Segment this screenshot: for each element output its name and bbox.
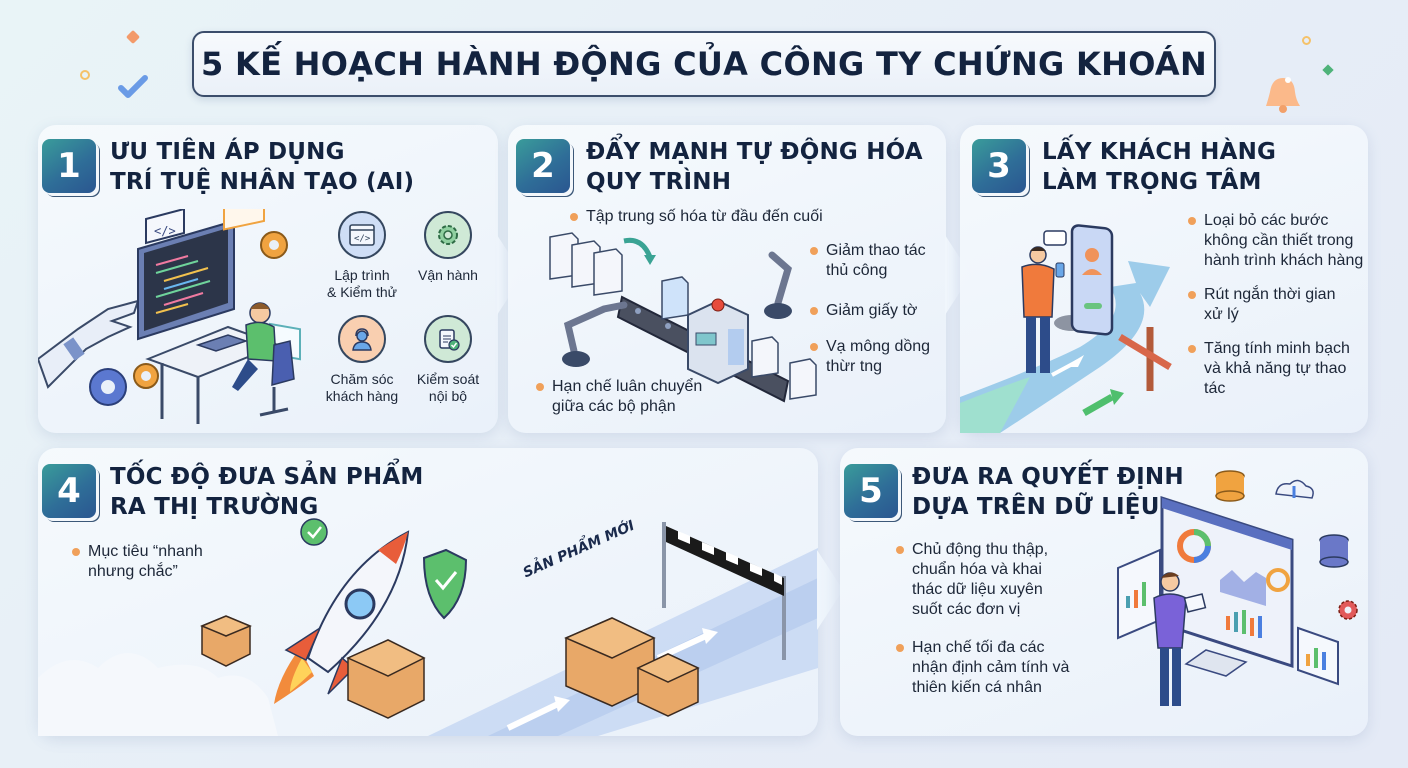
card-title-line: LÀM TRỌNG TÂM <box>1042 169 1262 195</box>
bullet-text: không cần thiết trong <box>1204 232 1354 249</box>
bullet-text: nhận định cảm tính và <box>912 659 1070 676</box>
bullet-text: thủ công <box>826 262 888 279</box>
conveyor-automation-illustration <box>538 229 858 429</box>
card-title-5: ĐƯA RA QUYẾT ĐỊNH DỰA TRÊN DỮ LIỆU <box>912 462 1184 522</box>
card-customer-centric: 3 LẤY KHÁCH HÀNG LÀM TRỌNG TÂM Loại bỏ c… <box>960 125 1368 433</box>
skill-coding-testing: </> Lập trình& Kiểm thử <box>312 211 412 301</box>
card-title-line: QUY TRÌNH <box>586 169 732 195</box>
code-window-icon: </> <box>338 211 386 259</box>
page-title: 5 KẾ HOẠCH HÀNH ĐỘNG CỦA CÔNG TY CHỨNG K… <box>200 45 1208 83</box>
card-title-line: LẤY KHÁCH HÀNG <box>1042 139 1277 165</box>
bullet-text: Chủ động thu thập, <box>912 541 1049 558</box>
card-title-line: TỐC ĐỘ ĐƯA SẢN PHẨM <box>110 464 424 490</box>
bullet-text: Giảm giấy tờ <box>826 302 918 319</box>
skill-label: Lập trình <box>334 267 390 283</box>
bullet-item: Hạn chế tối đa các nhận định cảm tính và t… <box>896 638 1069 698</box>
bell-icon <box>1258 70 1304 116</box>
bullet-text: Hạn chế luân chuyển <box>552 378 703 395</box>
step-badge-1: 1 <box>42 139 96 193</box>
bullet-item: Giảm thao tác thủ công <box>810 241 926 281</box>
bullet-item: Loại bỏ các bước không cần thiết trong hàn… <box>1188 211 1363 271</box>
card-time-to-market: 4 TỐC ĐỘ ĐƯA SẢN PHẨM RA THỊ TRƯỜNG Mục … <box>38 448 818 736</box>
card-title-line: ƯU TIÊN ÁP DỤNG <box>110 139 345 165</box>
gear-icon <box>424 211 472 259</box>
bullet-text: và khả năng tự thao <box>1204 360 1347 377</box>
bullet-item: Hạn chế luân chuyển giữa các bộ phận <box>536 377 702 417</box>
bullet-text: thiên kiến cá nhân <box>912 679 1042 696</box>
bullet-text: Loại bỏ các bước <box>1204 212 1329 229</box>
card-title-line: RA THỊ TRƯỜNG <box>110 494 319 520</box>
card-title-line: ĐƯA RA QUYẾT ĐỊNH <box>912 464 1184 490</box>
card-title-3: LẤY KHÁCH HÀNG LÀM TRỌNG TÂM <box>1042 137 1276 197</box>
skill-label: Kiểm soát <box>416 371 480 387</box>
clipboard-check-icon <box>424 315 472 363</box>
bullet-text: Hạn chế tối đa các <box>912 639 1045 656</box>
bullet-item: Tăng tính minh bạch và khả năng tự thao tá… <box>1188 339 1350 399</box>
headset-agent-icon <box>338 315 386 363</box>
card-title-line: ĐẨY MẠNH TỰ ĐỘNG HÓA <box>586 139 923 165</box>
skill-label: khách hàng <box>325 388 399 404</box>
decor-ring-yellow-right <box>1302 36 1311 45</box>
bullet-text: Giảm thao tác <box>826 242 926 259</box>
decor-ring-yellow <box>80 70 90 80</box>
step-badge-2: 2 <box>516 139 570 193</box>
bullet-text: Tập trung số hóa từ đầu đến cuối <box>586 208 823 225</box>
data-dashboard-illustration <box>1116 470 1366 726</box>
card-title-1: ƯU TIÊN ÁP DỤNG TRÍ TUỆ NHÂN TẠO (AI) <box>110 137 414 197</box>
bullet-text: chuẩn hóa và khai <box>912 561 1042 578</box>
bullet-item: Mục tiêu “nhanh nhưng chắc” <box>72 542 203 582</box>
svg-text:</>: </> <box>354 234 371 244</box>
skill-label: Vận hành <box>418 267 478 283</box>
step-badge-3: 3 <box>972 139 1026 193</box>
skill-label: nội bộ <box>428 388 468 404</box>
card-title-line: TRÍ TUỆ NHÂN TẠO (AI) <box>110 169 415 195</box>
bullet-text: suốt các đơn vị <box>912 601 1021 618</box>
card-title-line: DỰA TRÊN DỮ LIỆU <box>912 494 1160 520</box>
bullet-text: xử lý <box>1204 306 1239 323</box>
card-ai: 1 ƯU TIÊN ÁP DỤNG TRÍ TUỆ NHÂN TẠO (AI) <box>38 125 498 433</box>
bullet-text: giữa các bộ phận <box>552 398 676 415</box>
bullet-item: Giảm giấy tờ <box>810 301 917 321</box>
card-automation: 2 ĐẨY MẠNH TỰ ĐỘNG HÓA QUY TRÌNH Tập tru… <box>508 125 946 433</box>
decor-sparkle-orange <box>125 29 141 45</box>
rocket-launch-illustration <box>38 508 818 736</box>
bullet-text: Mục tiêu “nhanh <box>88 543 203 560</box>
step-badge-5: 5 <box>844 464 898 518</box>
skill-label: Chăm sóc <box>330 371 394 387</box>
customer-journey-illustration <box>960 207 1186 433</box>
card-title-4: TỐC ĐỘ ĐƯA SẢN PHẨM RA THỊ TRƯỜNG <box>110 462 423 522</box>
bullet-text: Tăng tính minh bạch <box>1204 340 1350 357</box>
page-title-box: 5 KẾ HOẠCH HÀNH ĐỘNG CỦA CÔNG TY CHỨNG K… <box>192 31 1216 97</box>
decor-sparkle-green <box>1322 64 1334 76</box>
robot-developer-illustration: </> <box>38 209 318 429</box>
bullet-text: thừr tng <box>826 358 883 375</box>
bullet-text: thác dữ liệu xuyên <box>912 581 1043 598</box>
card-title-2: ĐẨY MẠNH TỰ ĐỘNG HÓA QUY TRÌNH <box>586 137 923 197</box>
bullet-text: hành trình khách hàng <box>1204 252 1364 269</box>
step-badge-4: 4 <box>42 464 96 518</box>
card-data-driven: 5 ĐƯA RA QUYẾT ĐỊNH DỰA TRÊN DỮ LIỆU Chủ… <box>840 448 1368 736</box>
decor-check-icon <box>118 74 148 100</box>
skill-label: & Kiểm thử <box>326 284 398 300</box>
svg-text:</>: </> <box>154 224 176 238</box>
bullet-text: nhưng chắc” <box>88 563 178 580</box>
skill-operations: Vận hành <box>398 211 498 284</box>
bullet-item: Tập trung số hóa từ đầu đến cuối <box>570 207 823 227</box>
bullet-text: tác <box>1204 380 1226 397</box>
bullet-item: Vạ mông dồng thừr tng <box>810 337 930 377</box>
bullet-item: Chủ động thu thập, chuẩn hóa và khai thác … <box>896 540 1048 620</box>
bullet-item: Rút ngắn thời gian xử lý <box>1188 285 1335 325</box>
bullet-text: Vạ mông dồng <box>826 338 931 355</box>
bullet-text: Rút ngắn thời gian <box>1204 286 1336 303</box>
